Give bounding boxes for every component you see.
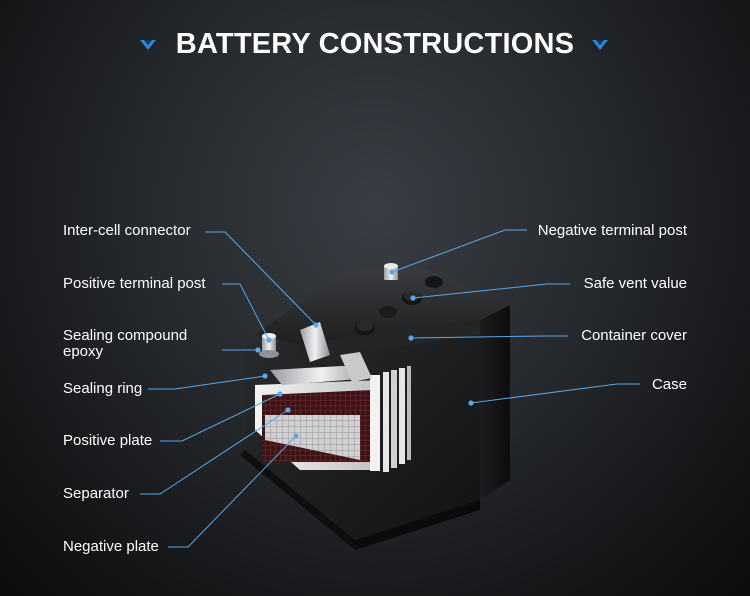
leader-lines (140, 229, 640, 548)
label-positive-terminal-post: Positive terminal post (63, 275, 206, 292)
header: BATTERY CONSTRUCTIONS (0, 26, 750, 66)
leader-dots (255, 269, 474, 439)
label-sealing-ring: Sealing ring (63, 380, 143, 397)
label-sealing-compound: Sealing compound (63, 327, 188, 344)
chevron-down-icon (140, 40, 156, 50)
label-case: Case (651, 376, 687, 393)
label-safe-vent-value: Safe vent value (583, 275, 687, 292)
positive-terminal (259, 333, 279, 358)
label-positive-plate: Positive plate (63, 432, 153, 449)
battery-cells-cutaway (255, 322, 411, 472)
label-negative-plate: Negative plate (63, 538, 159, 555)
label-inter-cell-connector: Inter-cell connector (63, 222, 191, 239)
vent-caps (355, 276, 443, 335)
label-container-cover: Container cover (581, 327, 687, 344)
chevron-down-icon (592, 40, 608, 50)
label-separator: Separator (63, 485, 129, 502)
label-epoxy: epoxy (63, 343, 104, 360)
label-negative-terminal-post: Negative terminal post (537, 222, 687, 239)
page-title: BATTERY CONSTRUCTIONS (175, 28, 575, 60)
